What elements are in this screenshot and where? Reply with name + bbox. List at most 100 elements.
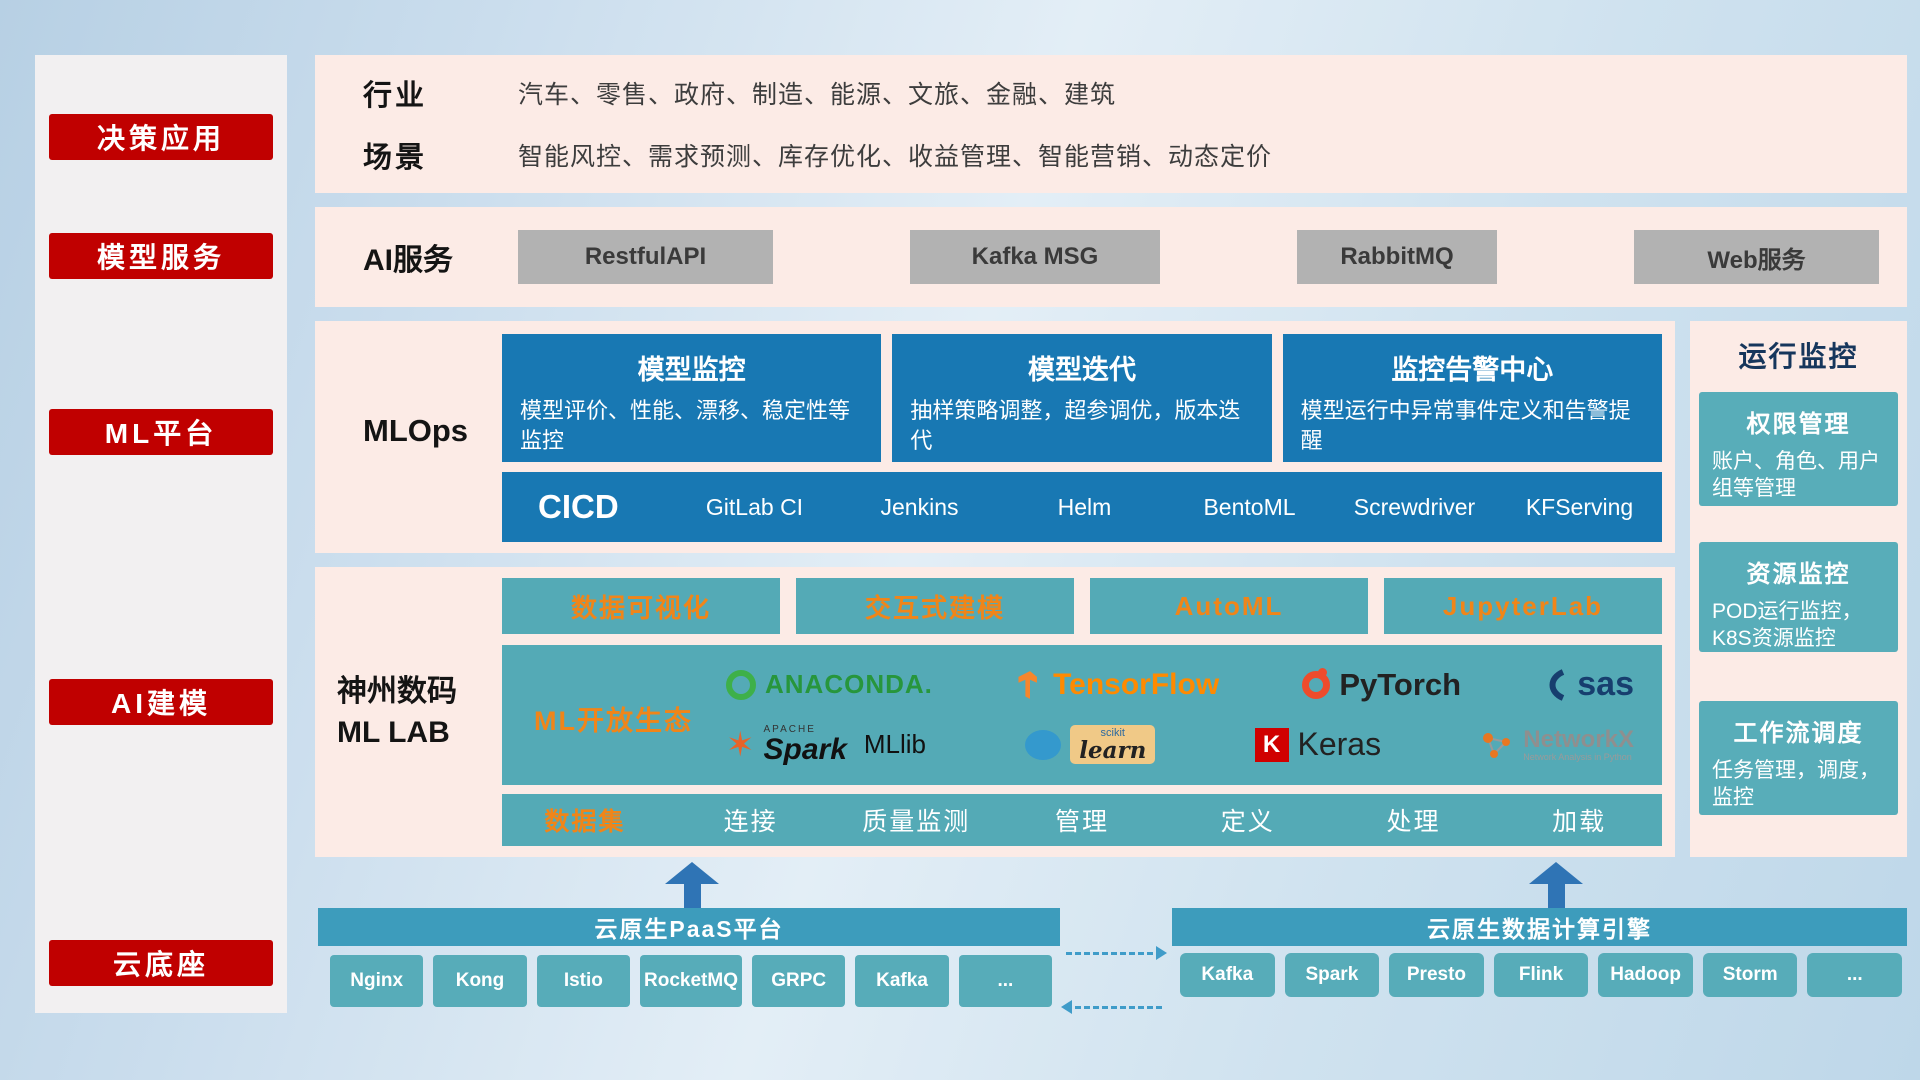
tensorflow-icon [1018,670,1037,699]
spark-label: Spark [763,732,847,766]
operation-monitoring-title: 运行监控 [1738,341,1859,372]
learn-label: learn [1079,737,1147,765]
paas-platform-bar: 云原生PaaS平台 [318,908,1060,946]
keras-wordmark: Keras [1297,726,1382,763]
card-desc: 账户、角色、用户组等管理 [1712,450,1880,501]
cicd-label: CICD [538,488,619,525]
industry-scenario-panel: 行业 汽车、零售、政府、制造、能源、文旅、金融、建筑 场景 智能风控、需求预测、… [315,55,1907,193]
mlops-panel: MLOps 模型监控 模型评价、性能、漂移、稳定性等监控 模型迭代 抽样策略调整… [315,321,1675,553]
storm-block: Storm [1702,953,1798,997]
spark-mllib-logo: ✶ APACHE Spark MLlib [726,724,926,766]
card-title: 资源监控 [1746,561,1851,588]
alert-center-card: 监控告警中心 模型运行中异常事件定义和告警提醒 [1282,334,1662,462]
card-desc: 模型评价、性能、漂移、稳定性等监控 [520,398,851,453]
load-label: 加载 [1552,808,1607,836]
screwdriver-block: Screwdriver [1353,493,1476,520]
tensorflow-wordmark: TensorFlow [1053,667,1220,701]
data-engine-bar: 云原生数据计算引擎 [1172,908,1907,946]
cicd-tools: GitLab CI Jenkins Helm BentoML Screwdriv… [672,495,1662,519]
istio-block: Istio [536,955,631,1007]
sidebar-item-decision-apps: 决策应用 [49,114,273,160]
card-desc: 任务管理，调度，监控 [1712,759,1880,810]
sas-wordmark: sas [1577,665,1634,704]
dashed-arrow-right [1066,946,1167,960]
scikit-learn-icon [1025,729,1062,760]
scenario-label: 场景 [363,142,428,174]
ai-service-panel: AI服务 RestfulAPI Kafka MSG RabbitMQ Web服务 [315,207,1907,307]
card-title: 工作流调度 [1733,720,1864,747]
paas-components: Nginx Kong Istio RocketMQ GRPC Kafka ... [330,955,1053,1007]
model-monitoring-card: 模型监控 模型评价、性能、漂移、稳定性等监控 [502,334,882,462]
process-label: 处理 [1386,808,1441,836]
bentoml-block: BentoML [1203,493,1296,520]
anaconda-logo: ANACONDA. [726,669,933,700]
pytorch-logo: PyTorch [1302,667,1461,703]
card-title: 模型迭代 [1027,355,1136,385]
sas-logo: sas [1544,665,1634,704]
jenkins-block: Jenkins [880,493,959,520]
card-title: 权限管理 [1746,411,1851,438]
cicd-bar: CICD GitLab CI Jenkins Helm BentoML Scre… [502,472,1662,542]
kfserving-block: KFServing [1525,493,1634,520]
ml-lab-panel: 神州数码 ML LAB 数据可视化 交互式建模 AutoML JupyterLa… [315,567,1675,857]
scikit-label: scikit [1100,727,1125,740]
card-title: 模型监控 [637,355,746,385]
keras-logo: K Keras [1254,726,1382,763]
workflow-schedule-card: 工作流调度 任务管理，调度，监控 [1699,701,1898,815]
spark-icon: ✶ [726,725,755,764]
scikit-learn-wordmark: scikit learn [1070,725,1156,765]
flink-block: Flink [1493,953,1589,997]
ml-lab-label: 神州数码 ML LAB [337,672,457,753]
ai-service-buttons: RestfulAPI Kafka MSG RabbitMQ Web服务 [518,230,1907,284]
card-desc: 模型运行中异常事件定义和告警提醒 [1300,398,1631,453]
nginx-block: Nginx [330,955,424,1007]
gitlab-ci-block: GitLab CI [705,493,804,520]
industry-list: 汽车、零售、政府、制造、能源、文旅、金融、建筑 [518,81,1117,109]
engine-components: Kafka Spark Presto Flink Hadoop Storm ..… [1180,953,1903,997]
permission-mgmt-card: 权限管理 账户、角色、用户组等管理 [1699,392,1898,506]
automl-block: AutoML [1090,578,1368,634]
helm-block: Helm [1057,493,1112,520]
sas-icon [1549,669,1565,701]
manage-label: 管理 [1055,808,1110,836]
tensorflow-logo: TensorFlow [1016,668,1219,702]
connect-label: 连接 [723,808,778,836]
mlops-cards: 模型监控 模型评价、性能、漂移、稳定性等监控 模型迭代 抽样策略调整，超参调优，… [502,334,1662,462]
ml-lab-label-line1: 神州数码 [337,675,457,708]
card-desc: 抽样策略调整，超参调优，版本迭代 [910,398,1241,453]
dataset-pipeline-bar: 数据集 连接 质量监测 管理 定义 处理 加载 [502,794,1662,846]
sidebar-item-ml-platform: ML平台 [49,409,273,455]
ecosystem-logos: ANACONDA. TensorFlow PyTorch sas [698,645,1662,785]
operation-monitoring-panel: 运行监控 权限管理 账户、角色、用户组等管理 资源监控 POD运行监控，K8S资… [1690,321,1907,857]
mlops-label: MLOps [363,413,469,448]
card-desc: POD运行监控，K8S资源监控 [1712,600,1863,651]
interactive-modeling-block: 交互式建模 [796,578,1074,634]
networkx-label: NetworkX [1523,725,1634,753]
kafka-engine-block: Kafka [1180,953,1275,997]
ecosystem-label: ML开放生态 [534,706,693,736]
grpc-block: GRPC [752,955,846,1007]
resource-monitor-card: 资源监控 POD运行监控，K8S资源监控 [1699,542,1898,652]
hadoop-block: Hadoop [1598,953,1693,997]
restful-api-block: RestfulAPI [518,230,773,284]
kong-block: Kong [433,955,527,1007]
pytorch-wordmark: PyTorch [1339,666,1462,702]
anaconda-icon [726,669,756,700]
industry-line: 行业 汽车、零售、政府、制造、能源、文旅、金融、建筑 [315,62,1907,124]
presto-block: Presto [1389,953,1484,997]
networkx-icon [1483,732,1511,758]
card-title: 监控告警中心 [1391,355,1554,385]
spark-engine-block: Spark [1284,953,1380,997]
ml-lab-label-line2: ML LAB [337,715,450,749]
ml-lab-tools: 数据可视化 交互式建模 AutoML JupyterLab [502,578,1662,634]
pytorch-icon [1302,667,1331,699]
dashed-arrow-left [1061,1000,1162,1014]
quality-label: 质量监测 [862,808,971,836]
scenario-list: 智能风控、需求预测、库存优化、收益管理、智能营销、动态定价 [518,143,1273,171]
kafka-block: Kafka [855,955,949,1007]
up-arrow-left [664,862,720,908]
spark-wordmark: APACHE Spark [763,724,847,766]
jupyterlab-block: JupyterLab [1384,578,1662,634]
sidebar-item-cloud-base: 云底座 [49,940,273,986]
sidebar-item-model-service: 模型服务 [49,233,273,279]
